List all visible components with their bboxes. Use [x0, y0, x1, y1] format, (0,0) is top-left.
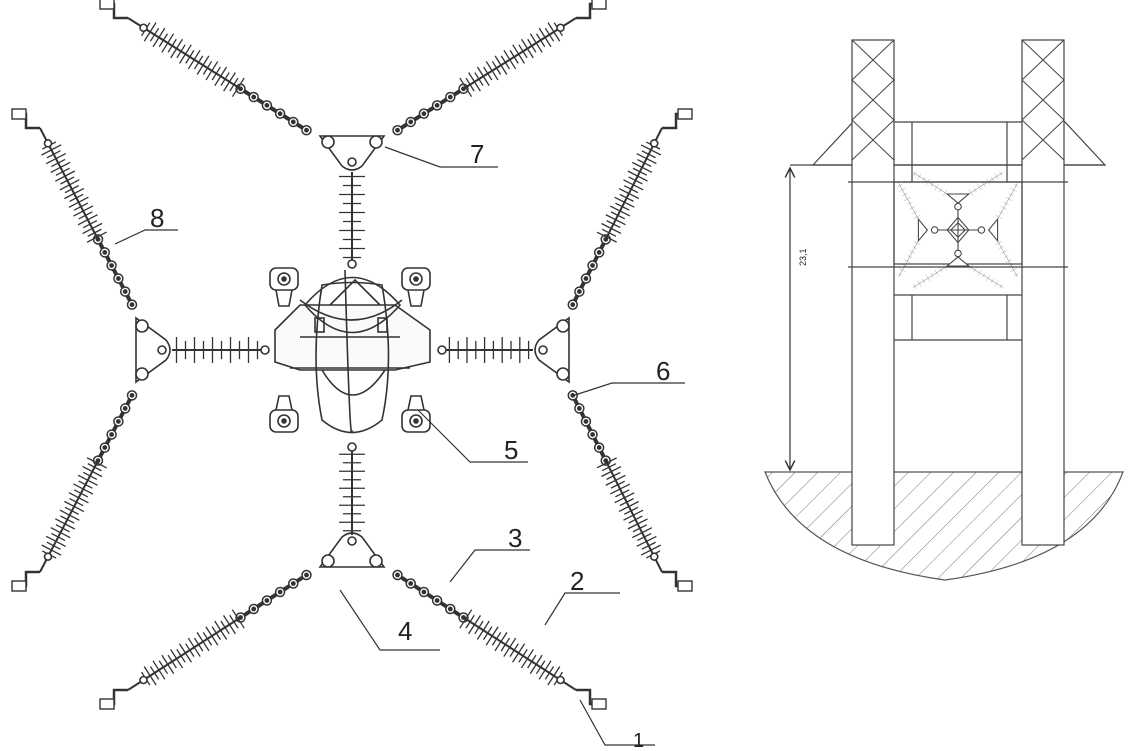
mini-node [954, 249, 962, 258]
link-fitting [392, 83, 469, 136]
anchor-bracket [11, 108, 53, 148]
mini-insulator [995, 240, 1019, 277]
pin [437, 345, 447, 355]
anchor-bracket [556, 675, 607, 710]
mini-node [954, 202, 962, 211]
link-fitting [567, 234, 611, 310]
composite-insulator [141, 609, 245, 686]
link-fitting [92, 390, 138, 466]
link-fitting [235, 569, 312, 623]
center-insulator-right [445, 337, 533, 363]
mini-node [930, 226, 939, 234]
insulator-arm [99, 569, 312, 710]
callout-1: 1 [633, 730, 644, 751]
insulator-arms [11, 0, 693, 710]
conductor-clamp-top-left [269, 267, 299, 307]
pin [260, 345, 270, 355]
mini-yoke [945, 256, 971, 267]
callout-6: 6 [656, 356, 670, 386]
yoke-plate [318, 532, 386, 568]
insulator-arm [99, 0, 312, 136]
callout-3: 3 [508, 523, 522, 553]
tower-elevation-view [764, 39, 1124, 581]
tower-leg-left [851, 39, 895, 546]
insulator-arm [11, 390, 138, 592]
spacer-assembly-plan-view [11, 0, 693, 746]
composite-insulator [141, 22, 245, 98]
callout-5: 5 [504, 435, 518, 465]
insulator-arm [567, 108, 693, 310]
callout-8: 8 [150, 203, 164, 233]
composite-insulator [459, 609, 563, 686]
yoke-plate [318, 135, 386, 171]
mini-insulator [968, 264, 1004, 289]
composite-insulator [41, 141, 107, 243]
conductor-clamp-bottom-right [401, 395, 431, 433]
yoke-plates [135, 135, 570, 568]
insulator-arm [392, 0, 607, 136]
link-fitting [392, 569, 469, 623]
link-fitting [92, 234, 138, 310]
height-dimension-label: 23,1 [798, 248, 808, 266]
anchor-bracket [649, 552, 693, 592]
callout-4: 4 [398, 616, 412, 646]
insulator-arm [11, 108, 138, 310]
mini-insulator [968, 171, 1004, 196]
center-insulator-top [339, 172, 365, 262]
link-fitting [567, 390, 611, 466]
pin [347, 259, 357, 269]
conductor-clamp-bottom-left [269, 395, 299, 433]
anchor-bracket [11, 552, 53, 592]
insulator-arm [567, 390, 693, 592]
central-spacer-frame [274, 269, 431, 434]
callout-leaders [114, 146, 685, 746]
tower-leg-right [1021, 39, 1065, 546]
mini-yoke [945, 193, 971, 204]
composite-insulator [596, 457, 662, 559]
callout-7: 7 [470, 139, 484, 169]
ground-section [764, 471, 1124, 581]
anchor-bracket [556, 0, 607, 33]
composite-insulator [596, 141, 662, 243]
spacer-assembly-miniature [897, 171, 1019, 289]
mini-insulator [912, 264, 948, 289]
anchor-bracket [649, 108, 693, 148]
link-fitting [235, 83, 312, 136]
conductor-clamp-top-right [401, 267, 431, 307]
mini-yoke [987, 217, 999, 243]
anchor-bracket [99, 0, 148, 33]
yoke-plate [135, 316, 171, 384]
composite-insulator [41, 457, 107, 559]
yoke-plate [534, 316, 570, 384]
callout-2: 2 [570, 566, 584, 596]
mini-node [977, 226, 986, 234]
mini-insulator [995, 183, 1019, 220]
mini-insulator [912, 171, 948, 196]
composite-insulator [459, 22, 563, 98]
anchor-bracket [99, 675, 148, 710]
mini-yoke [917, 217, 929, 243]
center-insulator-left [172, 337, 262, 363]
insulator-arm [392, 569, 607, 710]
center-insulator-bottom [339, 450, 365, 535]
mini-insulator [897, 183, 921, 220]
pin [347, 442, 357, 452]
mini-insulator [897, 240, 921, 277]
